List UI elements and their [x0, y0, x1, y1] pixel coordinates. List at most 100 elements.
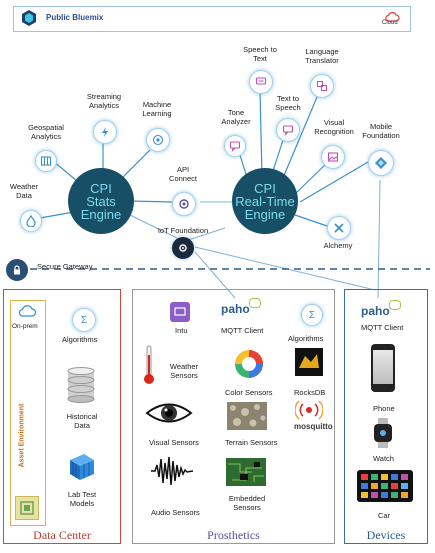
machine-learning-node	[146, 128, 170, 152]
gear-icon	[179, 244, 187, 252]
prosthetics-algorithms-node: Σ	[301, 304, 323, 326]
paho-bubble-icon	[249, 298, 261, 308]
api-connect-node	[172, 192, 196, 216]
alchemy-node	[327, 216, 351, 240]
dc-algorithms-label: Algorithms	[62, 335, 98, 344]
watch-icon	[372, 418, 394, 448]
sigma-icon: Σ	[308, 309, 316, 321]
cloud-icon	[384, 9, 400, 22]
streaming-node	[93, 120, 117, 144]
text-to-speech-node	[276, 118, 300, 142]
mobile-foundation-icon	[375, 157, 387, 169]
cpi-realtime-engine: CPI Real-Time Engine	[232, 168, 298, 234]
visual-recognition-node	[321, 145, 345, 169]
prosthetics-panel: Intu paho MQTT Client Σ Algorithms Weath…	[132, 289, 335, 544]
sound-wave-icon	[151, 455, 194, 487]
realtime-engine-line-3: Engine	[244, 206, 286, 222]
speech-icon	[255, 77, 267, 85]
weather-data-node	[20, 210, 42, 232]
bluemix-logo-icon	[20, 9, 38, 27]
geospatial-node	[35, 150, 57, 172]
iot-foundation-node	[172, 237, 194, 259]
on-prem-label: On-prem	[12, 323, 38, 330]
visual-sensors-label: Visual Sensors	[149, 438, 199, 447]
sigma-icon: Σ	[80, 314, 88, 326]
devices-title: Devices	[366, 528, 406, 542]
secure-gateway-node	[6, 259, 28, 281]
phone-icon	[371, 344, 395, 392]
paho-logo: paho	[221, 302, 250, 316]
text-bubble-icon	[282, 125, 294, 136]
car-display-icon	[357, 470, 413, 502]
prosthetics-algorithms-label: Algorithms	[288, 334, 324, 343]
api-icon	[179, 199, 189, 209]
stats-engine-line-2: Stats	[86, 193, 116, 209]
prosthetics-title: Prosthetics	[207, 528, 260, 542]
dc-algorithms-node: Σ	[72, 308, 96, 332]
water-drop-icon	[26, 215, 36, 227]
on-prem-cloud-icon	[17, 304, 37, 318]
circuit-board-icon	[226, 458, 266, 486]
cloud-label: Cloud	[382, 20, 398, 26]
prosthetics-mqtt-label: MQTT Client	[221, 326, 264, 335]
translate-icon	[317, 81, 327, 91]
devices-paho-bubble-icon	[389, 300, 401, 310]
mosquitto-icon	[294, 398, 324, 420]
cube-icon	[66, 450, 98, 482]
chat-bubble-icon	[229, 141, 241, 152]
audio-sensors-label: Audio Sensors	[151, 508, 200, 517]
color-sensors-label: Color Sensors	[225, 388, 273, 397]
data-center-title: Data Center	[33, 528, 91, 542]
alchemy-icon	[334, 223, 344, 233]
tone-analyzer-node	[224, 135, 246, 157]
alchemy-label: Alchemy	[323, 241, 353, 250]
database-icon	[66, 367, 96, 403]
car-label: Car	[378, 511, 391, 520]
intu-icon	[170, 302, 190, 322]
cpi-stats-engine: CPI Stats Engine	[68, 168, 134, 234]
brain-icon	[152, 134, 164, 146]
phone-label: Phone	[373, 404, 395, 413]
rocksdb-label: RocksDB	[294, 388, 326, 397]
terrain-sensors-label: Terrain Sensors	[225, 438, 278, 447]
mobile-foundation-node	[368, 150, 394, 176]
rocksdb-icon	[295, 348, 323, 376]
speech-to-text-node	[249, 70, 273, 94]
realtime-engine-line-1: CPI	[254, 180, 276, 196]
color-wheel-icon	[233, 348, 265, 380]
iot-foundation-label: IoT Foundation	[157, 226, 209, 235]
realtime-engine-line-2: Real-Time	[235, 193, 295, 209]
asset-environment-icon	[15, 496, 39, 520]
public-bluemix-bar: Public Bluemix Cloud	[13, 6, 411, 32]
image-icon	[327, 152, 339, 162]
asset-environment-box	[10, 300, 46, 526]
stats-engine-line-1: CPI	[90, 180, 112, 196]
eye-icon	[145, 400, 193, 426]
secure-gateway-label: Secure Gateway	[37, 262, 93, 271]
thermometer-icon	[143, 345, 155, 385]
intu-label: Intu	[175, 326, 188, 335]
devices-mqtt-label: MQTT Client	[361, 323, 404, 332]
devices-panel: paho MQTT Client Phone Watch Car Devices	[344, 289, 428, 544]
terrain-icon	[227, 402, 267, 430]
map-icon	[40, 156, 52, 166]
devices-paho-logo: paho	[361, 304, 390, 318]
lock-icon	[14, 265, 20, 275]
language-translator-node	[310, 74, 334, 98]
data-center-panel: On-prem Asset Environment Σ Algorithms H…	[3, 289, 121, 544]
